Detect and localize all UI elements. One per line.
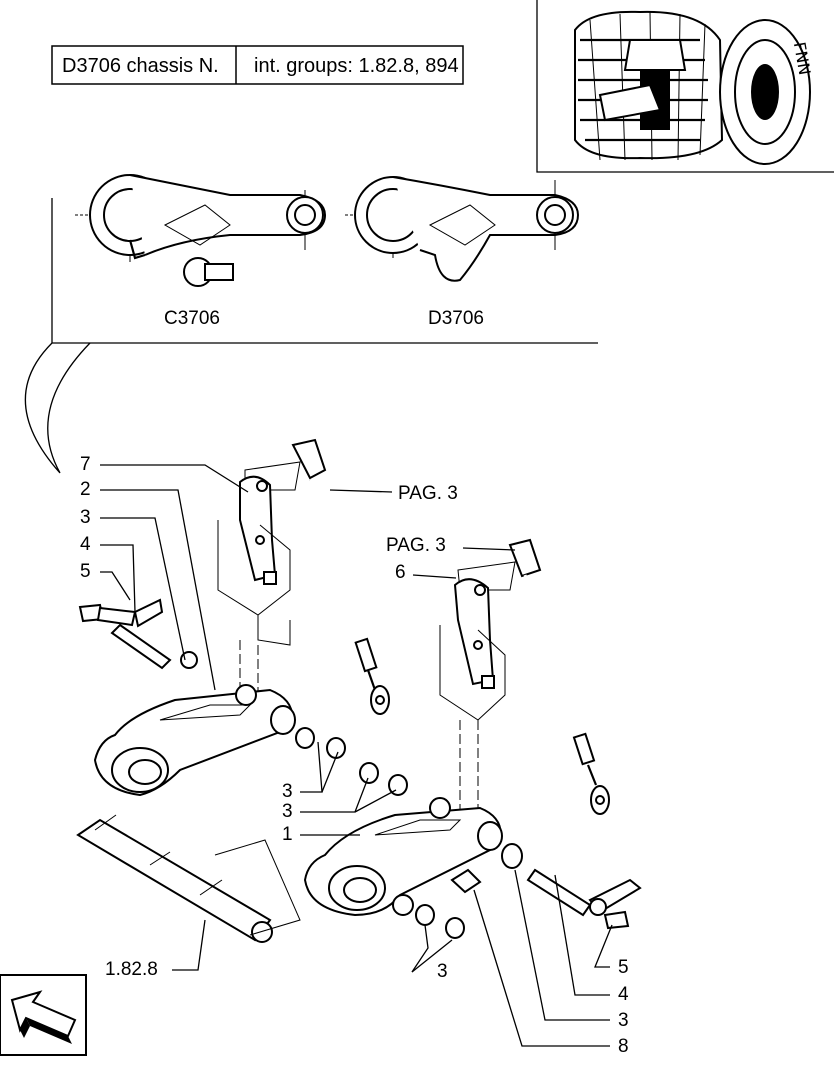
pin-upper-left: [78, 598, 198, 670]
callout-2: 2: [80, 479, 91, 500]
callout-8: 8: [618, 1036, 629, 1057]
tractor-thumbnail: FNN: [536, 0, 834, 173]
variant-label-d3706: D3706: [428, 308, 484, 329]
pin-lower-right: [526, 868, 642, 930]
back-arrow-icon[interactable]: [0, 974, 87, 1056]
callout-6: 6: [395, 562, 406, 583]
callout-1-82-8: 1.82.8: [105, 959, 158, 980]
callout-5-a: 5: [80, 561, 91, 582]
callout-4-a: 4: [80, 534, 91, 555]
variant-c3706-arm: [75, 174, 327, 287]
variant-d3706-arm: [345, 176, 580, 282]
variant-box: C3706 D3706: [51, 174, 598, 344]
header-groups-cell: int. groups: 1.82.8, 894: [254, 55, 459, 77]
callout-4-b: 4: [618, 984, 629, 1005]
lift-rod-upper: [291, 438, 390, 715]
header-model-cell: D3706 chassis N.: [62, 55, 219, 77]
callout-pag-top: PAG. 3: [398, 483, 458, 504]
variant-label-c3706: C3706: [164, 308, 220, 329]
bushings-bottom: [415, 904, 465, 939]
splined-shaft: [76, 814, 301, 943]
callout-labels: 7 2 3 4 5 PAG. 3 PAG. 3 6 3 3 1 1.82.8 3…: [80, 454, 629, 1057]
lift-rod-lower: [508, 538, 610, 815]
lift-arm-lower: [303, 797, 503, 917]
bracket-6: [439, 561, 516, 810]
callout-1: 1: [282, 824, 293, 845]
callout-3-b: 3: [282, 781, 293, 802]
lift-arm-upper: [93, 684, 296, 797]
bushings-center: [295, 727, 408, 796]
header-table: D3706 chassis N. int. groups: 1.82.8, 89…: [51, 45, 464, 85]
variant-connector: [24, 342, 91, 474]
callout-7: 7: [80, 454, 91, 475]
bushing-right: [501, 843, 523, 869]
bracket-7: [217, 461, 301, 700]
leader-lines: [100, 464, 613, 1047]
callout-3-c: 3: [282, 801, 293, 822]
callout-3-d: 3: [437, 961, 448, 982]
callout-3-e: 3: [618, 1010, 629, 1031]
grease-fitting: [450, 868, 482, 894]
callout-3-a: 3: [80, 507, 91, 528]
callout-5-b: 5: [618, 957, 629, 978]
callout-pag-mid: PAG. 3: [386, 535, 446, 556]
